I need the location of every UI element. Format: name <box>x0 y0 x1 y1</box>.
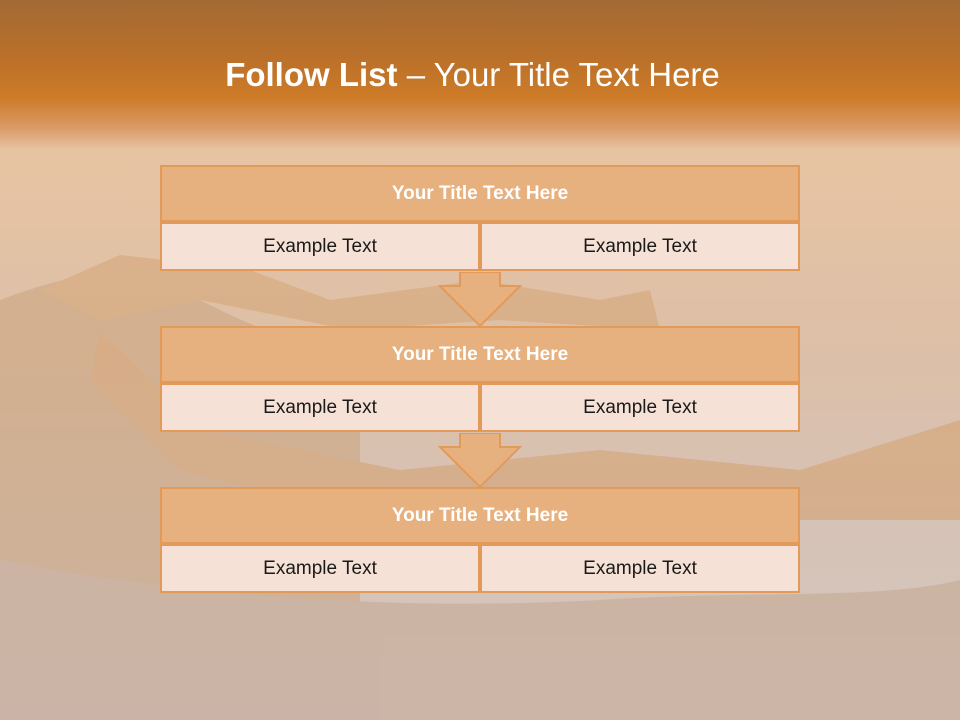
down-arrow-icon-1 <box>438 272 522 328</box>
follow-list-table-2: Your Title Text Here Example Text Exampl… <box>160 326 800 432</box>
follow-list-table-3: Your Title Text Here Example Text Exampl… <box>160 487 800 593</box>
table-1-right-cell: Example Text <box>480 222 800 271</box>
table-3-right-cell: Example Text <box>480 544 800 593</box>
table-3-title: Your Title Text Here <box>160 487 800 544</box>
follow-list-table-1: Your Title Text Here Example Text Exampl… <box>160 165 800 271</box>
table-1-left-cell: Example Text <box>160 222 480 271</box>
table-3-left-cell: Example Text <box>160 544 480 593</box>
table-2-title: Your Title Text Here <box>160 326 800 383</box>
slide-title-rest: – Your Title Text Here <box>406 56 720 93</box>
table-2-right-cell: Example Text <box>480 383 800 432</box>
table-2-left-cell: Example Text <box>160 383 480 432</box>
table-1-title: Your Title Text Here <box>160 165 800 222</box>
slide-title-bold: Follow List <box>225 56 407 93</box>
slide-title: Follow List – Your Title Text Here <box>0 56 945 94</box>
down-arrow-icon-2 <box>438 433 522 489</box>
title-banner <box>0 0 960 150</box>
